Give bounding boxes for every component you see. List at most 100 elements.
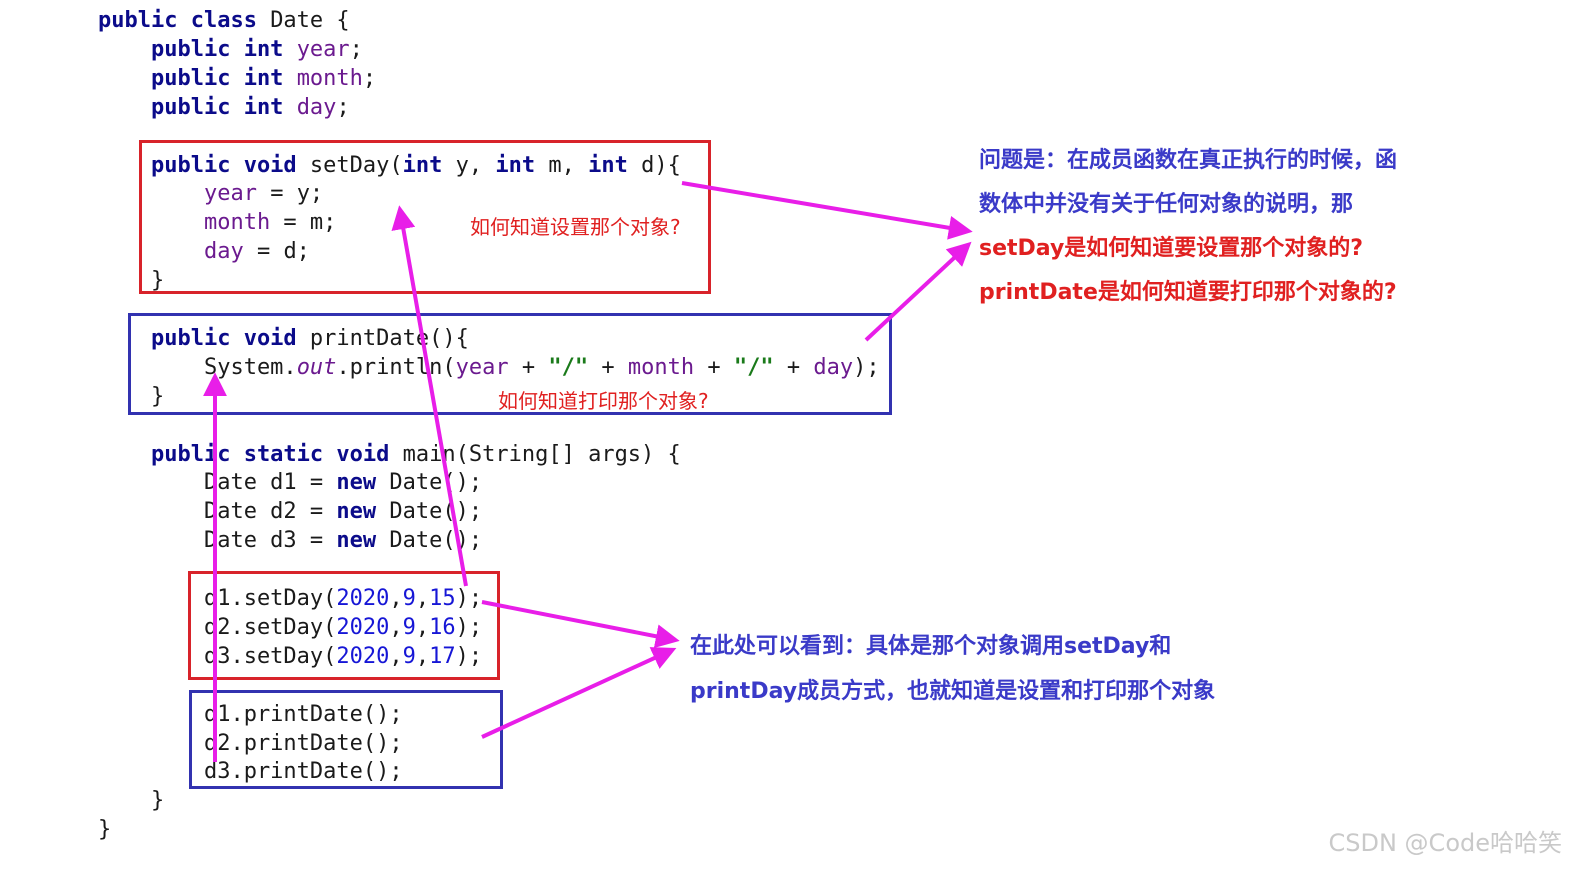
code-line: Date d3 = new Date(); <box>98 526 482 555</box>
arrow-setday-call-to-method <box>391 205 468 587</box>
code-line: d1.setDay(2020,9,15); <box>98 584 482 613</box>
code-line: } <box>98 786 164 815</box>
code-token: Date(); <box>389 499 483 525</box>
printdate-calls-box <box>189 690 503 789</box>
answer-line-2: printDay成员方式，也就知道是设置和打印那个对象 <box>690 679 1216 704</box>
code-token: } <box>98 383 165 409</box>
code-token: public int <box>98 65 297 91</box>
code-token: + <box>588 354 628 380</box>
code-token: new <box>336 470 390 496</box>
code-token: setDay( <box>309 152 403 178</box>
code-token: Date(); <box>389 528 483 554</box>
code-token: int <box>402 152 456 178</box>
question-line-4: printDate是如何知道要打印那个对象的? <box>979 280 1397 305</box>
answer-line-1: 在此处可以看到：具体是那个对象调用setDay和 <box>690 634 1172 659</box>
code-token: , <box>415 586 430 611</box>
question-line-2: 数体中并没有关于任何对象的说明，那 <box>979 192 1354 217</box>
code-line: public class Date { <box>98 6 350 35</box>
code-token: } <box>98 268 165 294</box>
code-token: y, <box>455 152 496 178</box>
code-token: } <box>98 788 165 814</box>
code-token: d2.setDay( <box>98 614 337 640</box>
code-line: d2.printDate(); <box>98 729 403 758</box>
code-token: public int <box>98 36 297 62</box>
code-token: day <box>98 239 244 265</box>
code-token: d3.printDate(); <box>98 759 403 785</box>
code-token: year <box>98 181 257 207</box>
setday-calls-box <box>188 571 500 680</box>
watermark: CSDN @Code哈哈笑 <box>1328 829 1563 857</box>
code-line: public void printDate(){ <box>98 324 469 353</box>
question-line-1: 问题是：在成员函数在真正执行的时候，函 <box>979 148 1398 173</box>
code-token: 9 <box>402 586 416 611</box>
code-token: ; <box>336 94 350 120</box>
code-line: public int month; <box>98 64 376 93</box>
code-token: new <box>336 499 390 525</box>
code-token: 16 <box>429 614 456 640</box>
code-line: d3.printDate(); <box>98 757 403 786</box>
setday-method-box <box>139 140 711 294</box>
code-token: year <box>296 36 350 62</box>
code-line: System.out.println(year + "/" + month + … <box>98 353 880 382</box>
code-line: } <box>98 266 164 295</box>
code-token: 2020 <box>336 586 390 611</box>
code-token: public void <box>98 325 310 351</box>
code-line: Date d1 = new Date(); <box>98 468 482 497</box>
code-token: ); <box>455 643 483 669</box>
code-token: Date(); <box>389 470 483 496</box>
code-token: 2020 <box>336 614 390 640</box>
code-line: d3.setDay(2020,9,17); <box>98 642 482 671</box>
code-token: d1.setDay( <box>98 586 337 611</box>
code-token: month <box>296 65 363 91</box>
code-token: ; <box>349 36 363 62</box>
code-token: , <box>389 614 403 640</box>
code-token: month <box>627 354 695 380</box>
code-token: = y; <box>256 181 324 207</box>
code-token: Date d1 = <box>98 470 337 496</box>
code-token: Date { <box>270 8 350 33</box>
print-question-label: 如何知道打印那个对象? <box>498 389 709 413</box>
code-token: } <box>98 817 112 843</box>
code-token: "/" <box>548 354 589 380</box>
code-line: d2.setDay(2020,9,16); <box>98 613 482 642</box>
code-token: out <box>296 354 337 380</box>
question-line-3: setDay是如何知道要设置那个对象的? <box>979 236 1364 261</box>
code-line: public int year; <box>98 35 363 64</box>
code-token: , <box>415 643 430 669</box>
code-token: d2.printDate(); <box>98 730 403 756</box>
code-line: public void setDay(int y, int m, int d){ <box>98 151 681 180</box>
code-token: new <box>336 528 390 554</box>
code-token: Date d3 = <box>98 528 337 554</box>
code-token: , <box>415 614 430 640</box>
code-token: = m; <box>270 210 337 236</box>
code-token: public static void <box>98 441 403 467</box>
code-token: d){ <box>641 152 681 178</box>
printdate-method-box <box>128 313 892 415</box>
code-token: 15 <box>429 586 456 611</box>
code-token: day <box>813 354 854 380</box>
code-token: + <box>773 354 814 380</box>
code-token: , <box>389 643 403 669</box>
code-token: year <box>455 354 509 380</box>
code-token: 2020 <box>336 643 390 669</box>
code-token: month <box>98 210 271 236</box>
code-token: ; <box>362 65 377 91</box>
setday-question-label: 如何知道设置那个对象? <box>470 215 681 239</box>
code-token: day <box>296 94 337 120</box>
code-token: + <box>694 354 734 380</box>
code-line: public static void main(String[] args) { <box>98 440 681 469</box>
code-token: ); <box>455 614 483 640</box>
arrow-print-calls-to-answer <box>481 647 677 739</box>
code-line: public int day; <box>98 93 350 122</box>
code-line: d1.printDate(); <box>98 700 403 729</box>
code-line: month = m; <box>98 208 336 237</box>
code-token: ); <box>455 586 483 611</box>
code-token: 9 <box>402 643 416 669</box>
code-token: m, <box>548 152 589 178</box>
code-token: = d; <box>243 239 310 265</box>
code-line: day = d; <box>98 237 310 266</box>
arrow-setday-to-question <box>681 181 973 240</box>
code-token: main(String[] args) { <box>402 441 681 467</box>
code-token: 17 <box>429 643 456 669</box>
code-token: "/" <box>733 354 774 380</box>
